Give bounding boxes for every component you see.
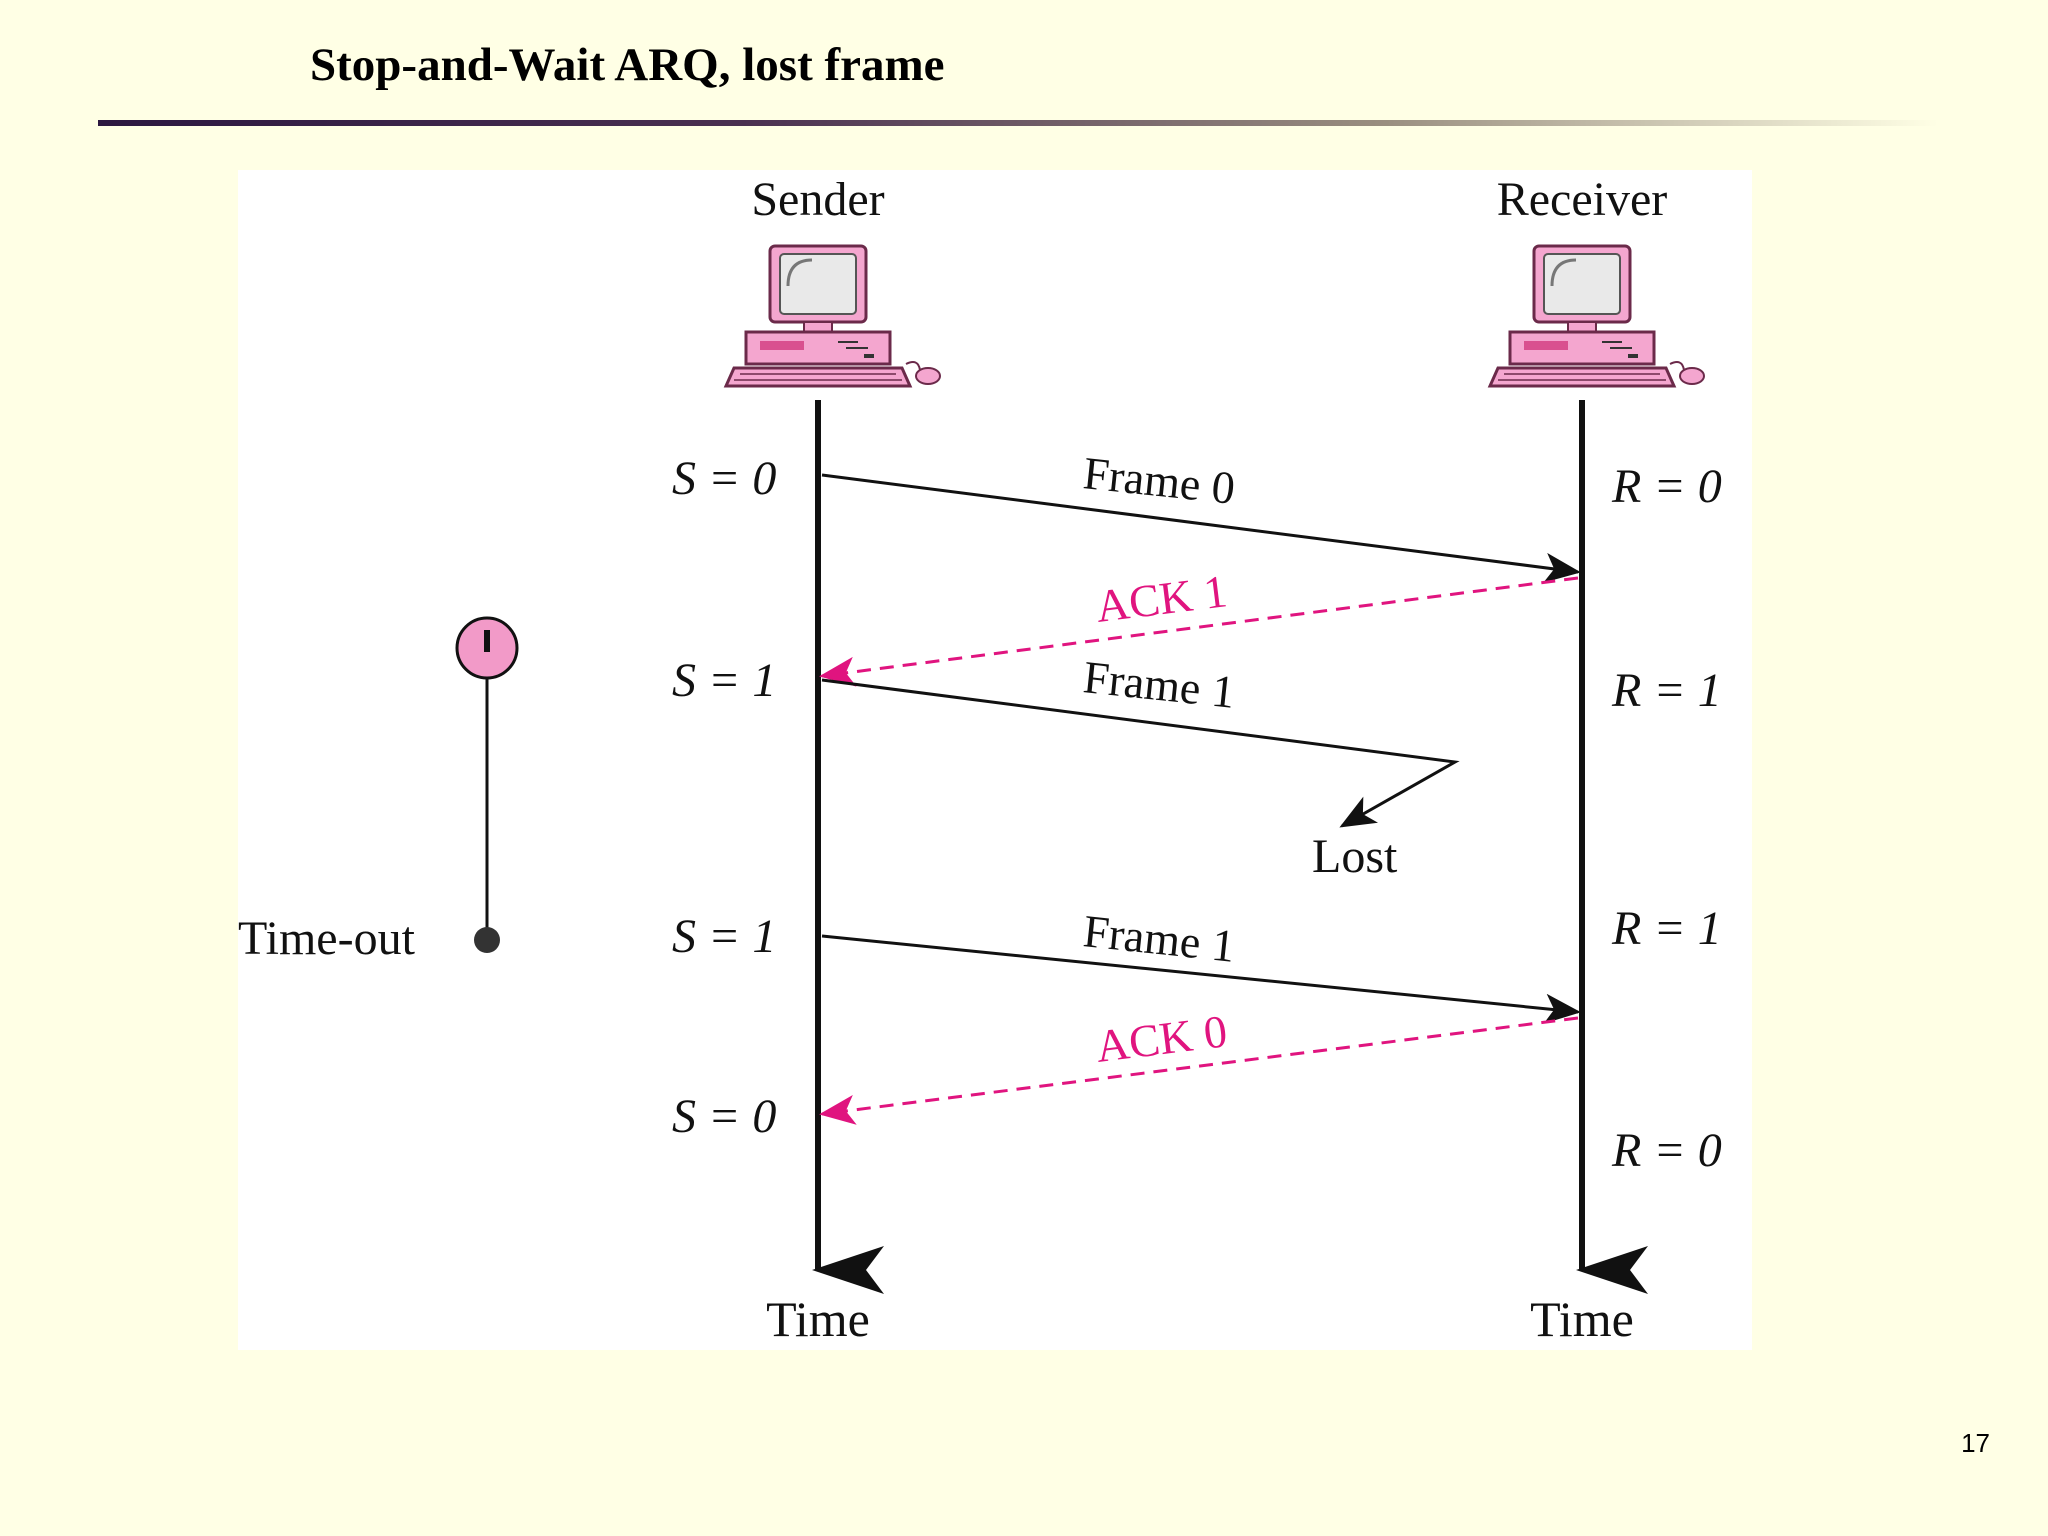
frame-0-label: Frame 0 xyxy=(1081,447,1238,514)
lost-label: Lost xyxy=(1312,830,1398,883)
ack-1-arrow xyxy=(819,576,1579,687)
sender-label: Sender xyxy=(751,173,884,226)
frame-1-resend-arrow xyxy=(821,934,1581,1024)
receiver-state-2: R = 1 xyxy=(1611,664,1722,717)
slide-title: Stop-and-Wait ARQ, lost frame xyxy=(310,39,945,91)
frame-1-lost-label: Frame 1 xyxy=(1081,651,1238,718)
ack-1-label: ACK 1 xyxy=(1093,565,1230,632)
timeout-label: Time-out xyxy=(238,912,416,965)
timer-mark xyxy=(484,630,490,652)
frame-1-lost-arrow xyxy=(821,678,1460,828)
sender-state-3: S = 1 xyxy=(672,910,776,963)
page-number: 17 xyxy=(1961,1428,1990,1458)
receiver-computer-icon xyxy=(1488,244,1706,388)
sender-computer-icon xyxy=(724,244,942,388)
timeout-dot-icon xyxy=(474,927,500,953)
ack-0-arrow xyxy=(819,1016,1579,1125)
sender-time-label: Time xyxy=(766,1291,870,1347)
frame-0-arrow xyxy=(821,473,1581,583)
sender-state-1: S = 0 xyxy=(672,452,776,505)
receiver-state-3: R = 1 xyxy=(1611,902,1722,955)
title-divider xyxy=(98,120,1938,126)
ack-0-label: ACK 0 xyxy=(1093,1005,1230,1072)
receiver-state-4: R = 0 xyxy=(1611,1124,1722,1177)
frame-1-resend-label: Frame 1 xyxy=(1081,905,1238,972)
receiver-label: Receiver xyxy=(1497,173,1668,226)
sender-state-2: S = 1 xyxy=(672,654,776,707)
receiver-state-1: R = 0 xyxy=(1611,460,1722,513)
receiver-time-label: Time xyxy=(1530,1291,1634,1347)
sender-state-4: S = 0 xyxy=(672,1090,776,1143)
